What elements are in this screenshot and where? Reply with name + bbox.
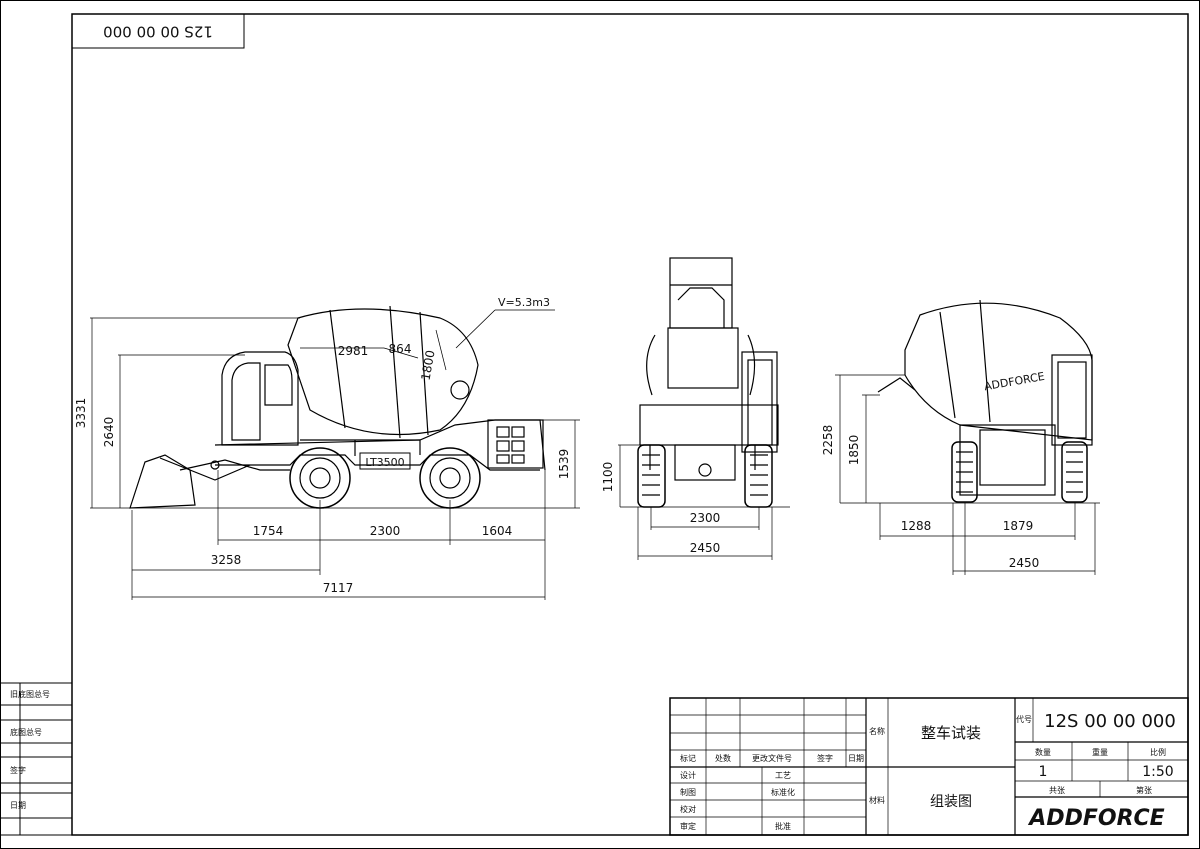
side-view bbox=[129, 305, 546, 509]
rear-view-dimensions bbox=[835, 374, 1096, 575]
role-review: 审定 bbox=[680, 821, 696, 831]
dim-rear-overhang: 1604 bbox=[482, 524, 513, 538]
front-dim-height: 1100 bbox=[601, 462, 615, 493]
dim-bucket-reach: 3258 bbox=[211, 553, 242, 567]
label-weight: 重量 bbox=[1092, 747, 1108, 757]
role-draft: 制图 bbox=[680, 787, 696, 797]
label-material: 材料 bbox=[869, 795, 885, 805]
left-strip: 旧底图总号 底图总号 签字 日期 bbox=[0, 682, 73, 836]
rotated-drawing-number-box: 12S 00 00 000 bbox=[71, 13, 245, 49]
label-total-sheets: 共张 bbox=[1049, 786, 1065, 795]
rear-dim-width: 2450 bbox=[1009, 556, 1040, 570]
rear-dim-offset: 1288 bbox=[901, 519, 932, 533]
rear-dim-span: 1879 bbox=[1003, 519, 1034, 533]
dim-front-overhang: 1754 bbox=[253, 524, 284, 538]
dim-cab-height: 2640 bbox=[102, 417, 116, 448]
dim-total-height: 3331 bbox=[74, 398, 88, 429]
rear-view-brand: ADDFORCE bbox=[983, 370, 1046, 393]
left-strip-label-base: 底图总号 bbox=[10, 727, 42, 737]
role-check: 校对 bbox=[680, 804, 696, 814]
dim-drum-length: 2981 bbox=[338, 344, 369, 358]
side-view-dimensions bbox=[90, 317, 580, 600]
label-scale: 比例 bbox=[1150, 747, 1166, 757]
dim-rear-height: 1539 bbox=[557, 449, 571, 480]
left-strip-label-date: 日期 bbox=[10, 801, 26, 810]
rev-header-date: 日期 bbox=[848, 754, 864, 763]
capacity-leader-line bbox=[455, 309, 496, 349]
value-qty: 1 bbox=[1039, 764, 1048, 780]
dim-total-length: 7117 bbox=[323, 581, 354, 595]
rear-dim-height2: 1850 bbox=[847, 435, 861, 466]
rear-dim-height: 2258 bbox=[821, 425, 835, 456]
drawing-frame bbox=[71, 13, 1189, 836]
rev-header-sign: 签字 bbox=[817, 753, 833, 763]
left-strip-label-sign: 签字 bbox=[10, 765, 26, 775]
capacity-label: V=5.3m3 bbox=[498, 296, 550, 309]
role-standard: 标准化 bbox=[771, 787, 795, 797]
label-qty: 数量 bbox=[1035, 747, 1051, 757]
dim-drum-mid: 864 bbox=[389, 342, 412, 356]
rotated-drawing-number: 12S 00 00 000 bbox=[103, 23, 213, 41]
dim-drum-dia: 1800 bbox=[419, 349, 438, 382]
drawing-title: 整车试装 bbox=[921, 724, 981, 742]
label-code: 代号 bbox=[1016, 714, 1032, 724]
front-view bbox=[620, 257, 790, 508]
side-view-model-label: LT3500 bbox=[365, 456, 404, 469]
title-block bbox=[669, 697, 1189, 836]
front-view-dimensions bbox=[618, 444, 773, 560]
label-name: 名称 bbox=[869, 726, 885, 736]
drawing-code: 12S 00 00 000 bbox=[1044, 711, 1176, 732]
role-process: 工艺 bbox=[775, 771, 791, 780]
front-dim-track: 2300 bbox=[690, 511, 721, 525]
dim-wheelbase: 2300 bbox=[370, 524, 401, 538]
title-block-brand: ADDFORCE bbox=[1027, 806, 1164, 831]
rev-header-count: 处数 bbox=[715, 753, 731, 763]
front-dim-width: 2450 bbox=[690, 541, 721, 555]
rev-header-mark: 标记 bbox=[680, 753, 696, 763]
drawing-subtitle: 组装图 bbox=[930, 794, 972, 810]
role-design: 设计 bbox=[680, 770, 696, 780]
rev-header-doc: 更改文件号 bbox=[752, 753, 792, 763]
title-block-text: 标记 处数 更改文件号 签字 日期 设计 制图 校对 审定 工艺 标准化 批准 … bbox=[680, 711, 1176, 831]
label-sheet-no: 第张 bbox=[1136, 785, 1152, 795]
left-strip-label-old-base: 旧底图总号 bbox=[10, 689, 50, 699]
role-approve: 批准 bbox=[775, 821, 791, 831]
rear-view bbox=[840, 299, 1100, 504]
value-scale: 1:50 bbox=[1142, 764, 1173, 780]
